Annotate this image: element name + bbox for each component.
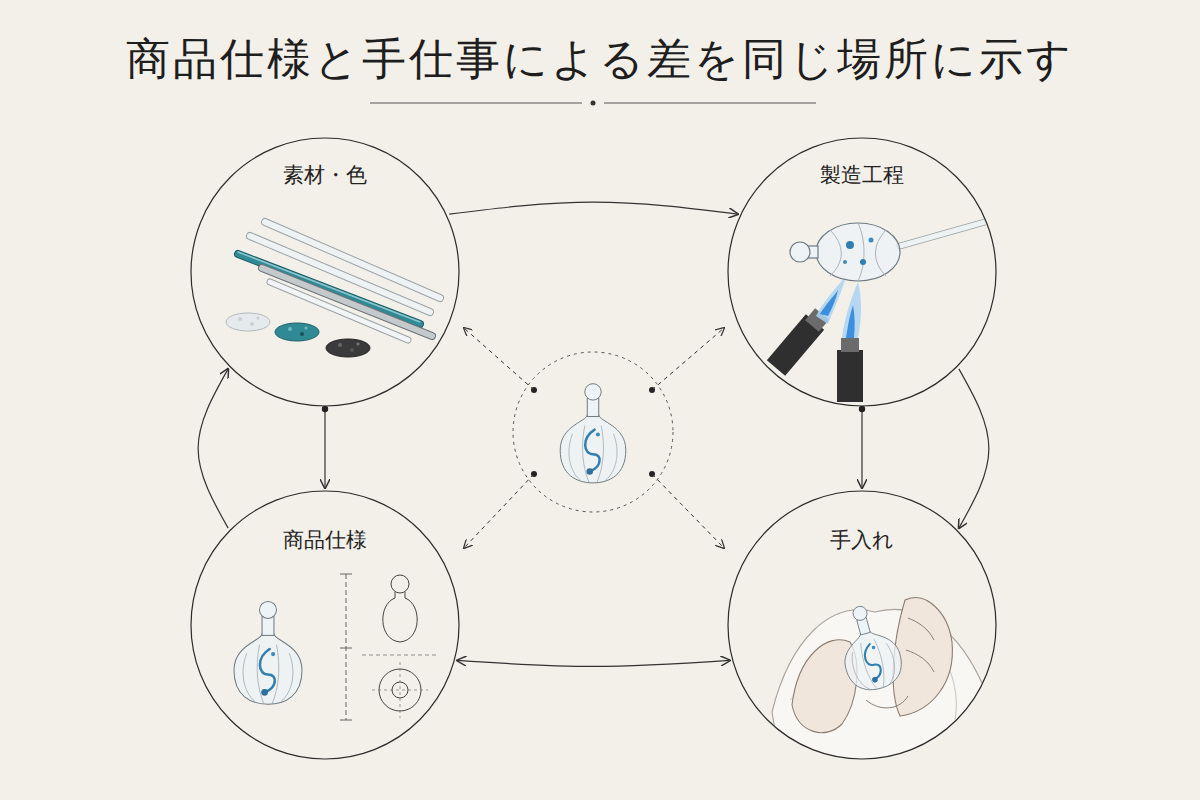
title-divider [370,101,816,106]
hands [893,598,952,716]
glass-grains [304,326,307,329]
glass-grains [275,323,319,341]
care-bottle [831,599,907,695]
lampwork-bulb [846,241,854,249]
center-pointer [652,474,724,548]
topic-circle: 素材・色 [190,137,460,407]
connector-arrow [457,660,729,666]
lampwork-bulb [830,223,886,281]
technical-drawing [340,574,352,575]
technical-drawing [362,655,438,656]
glass-rods [238,254,420,324]
title-divider [591,101,596,106]
title-divider [604,103,816,104]
center-product [513,352,673,512]
connector-arrow [198,369,228,528]
circle-heading: 製造工程 [816,163,908,188]
circle-heading: 手入れ [826,528,898,553]
gas-torch [841,338,859,352]
glass-grains [350,348,354,352]
glass-rods [238,254,420,324]
center-pointer [464,328,724,548]
technical-drawing [392,682,408,698]
product-bottle [234,601,302,704]
center-product [513,352,673,512]
topic-circle: 手入れ [727,490,997,760]
gas-torch [776,322,815,368]
glass-grains [256,316,259,319]
glass-grains [326,339,370,357]
lampwork-bulb [869,238,874,243]
topic-circle: 製造工程 [727,137,997,407]
gas-torch [776,276,861,402]
technical-drawing [340,720,352,721]
title-divider [370,103,582,104]
glass-rods [270,282,408,340]
gas-torch [820,290,838,316]
lampwork-bulb [900,220,992,246]
glass-rods [265,222,440,298]
lampwork-bulb [790,220,992,281]
gas-torch [846,305,855,338]
center-pointer [652,328,724,390]
center-pointer [464,474,534,548]
connector-arrow [449,202,738,214]
technical-drawing [391,575,409,593]
glass-grains [288,327,292,331]
gas-torch [837,350,863,402]
technical-drawing [372,690,428,691]
product-bottle [234,601,302,704]
glass-grains [226,313,270,331]
topic-circle: 商品仕様 [190,490,460,760]
connector-arrow [959,369,989,528]
circle-heading: 商品仕様 [279,528,371,553]
circle-heading: 素材・色 [279,163,371,188]
center-product [560,384,626,483]
circle-outline [191,491,459,759]
lampwork-bulb [843,260,847,264]
glass-grains [226,313,370,357]
glass-grains [238,317,242,321]
center-pointer [464,328,534,390]
glass-rods [270,282,408,340]
connector-arrow [861,409,862,488]
technical-drawing [346,574,347,720]
technical-drawing [383,592,417,642]
technical-drawing [340,648,352,649]
care-bottle [831,599,907,695]
technical-drawing [400,662,401,718]
lampwork-bulb [860,259,866,265]
glass-grains [300,332,304,336]
gas-torch [816,276,846,324]
glass-grains [356,342,359,345]
gas-torch [842,282,861,338]
technical-drawing [340,574,438,720]
circle-outline [728,138,996,406]
circle-outline [728,491,996,759]
lampwork-bulb [900,220,992,246]
connector-arrow [324,409,325,488]
lampwork-bulb [790,242,810,262]
glass-rods [265,222,440,298]
glass-grains [338,343,342,347]
glass-grains [250,322,254,326]
circle-outline [191,138,459,406]
lampwork-bulb [816,223,900,281]
diagram-title: 商品仕様と手仕事による差を同じ場所に示す [0,34,1200,87]
glass-rods [238,252,420,322]
hands [792,598,952,733]
